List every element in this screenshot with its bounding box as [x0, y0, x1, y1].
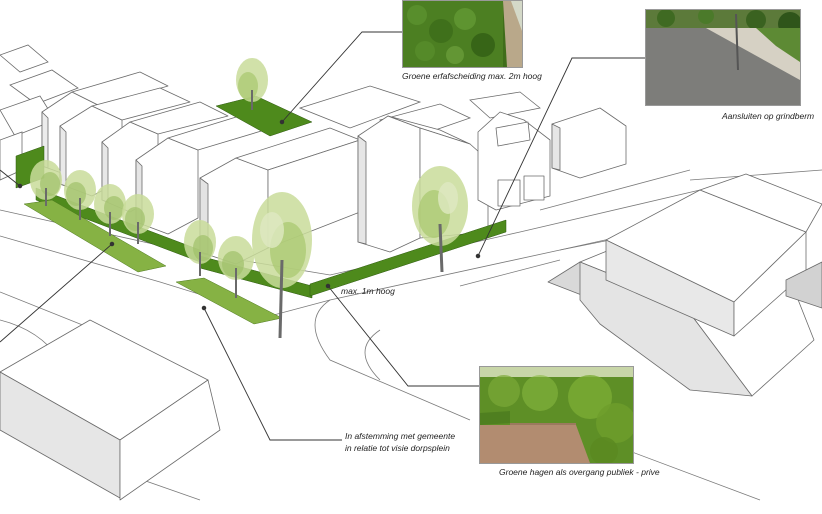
trees — [30, 58, 468, 339]
tree — [252, 192, 312, 339]
leader-hedge-2m — [281, 31, 402, 123]
photo-hedge-transition — [479, 366, 634, 464]
caption-municipality-line1: In afstemming met gemeente — [345, 431, 456, 441]
caption-municipality-line2: in relatie tot visie dorpsplein — [345, 443, 450, 453]
tree — [64, 170, 96, 220]
caption-gravel-verge: Aansluiten op grindberm — [722, 111, 815, 121]
leader-lines — [0, 31, 645, 441]
tree — [412, 166, 468, 273]
leader-municipality — [203, 307, 342, 441]
photo-tall-hedge — [402, 0, 523, 68]
tree — [184, 220, 216, 276]
leader-hedge-left — [0, 169, 21, 187]
leader-green-strip — [0, 243, 113, 343]
caption-hedge-transition: Groene hagen als overgang publiek - priv… — [499, 467, 660, 477]
tree — [122, 194, 154, 244]
foreground-building-left — [0, 319, 221, 501]
caption-hedge-max-2m: Groene erfafscheiding max. 2m hoog — [402, 71, 542, 81]
green-strip-left — [23, 199, 167, 273]
photo-gravel-verge — [645, 9, 801, 106]
caption-hedge-max-1m: max. 1m hoog — [341, 286, 395, 296]
background-buildings-left — [0, 44, 79, 181]
leader-gravel-verge — [477, 57, 645, 257]
hedge-back — [215, 95, 313, 137]
large-building-right — [547, 173, 822, 397]
tree — [94, 184, 126, 236]
tree — [236, 58, 268, 110]
leader-hedge-transition — [327, 285, 479, 387]
street-lines — [0, 169, 822, 501]
tree — [30, 160, 62, 206]
tree — [218, 236, 254, 298]
